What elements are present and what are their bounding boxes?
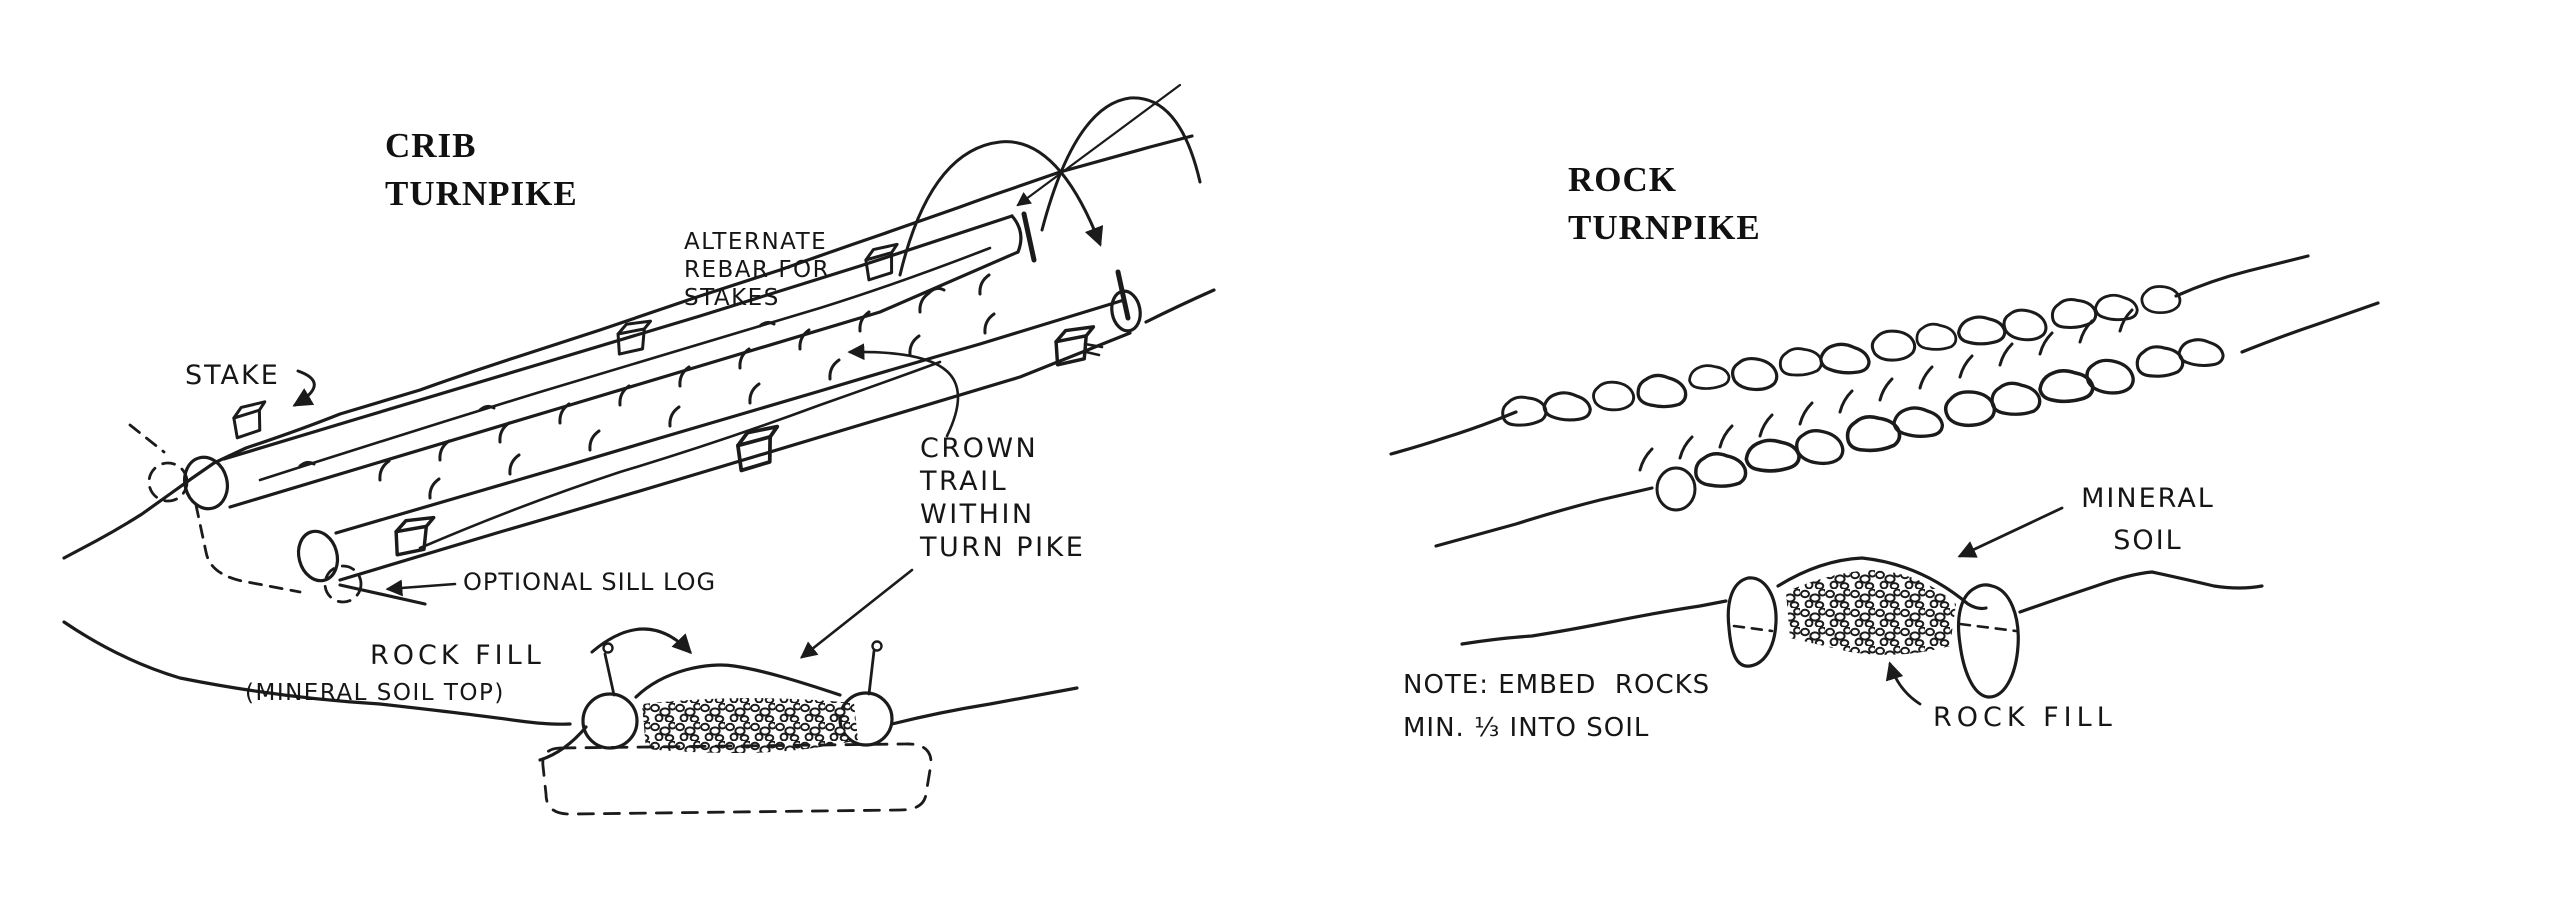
label-stake: STAKE (185, 360, 280, 391)
rock-cross-section (1460, 506, 2264, 706)
label-alternate-rebar: ALTERNATE REBAR FOR STAKES (684, 229, 831, 311)
log-end-mark (1083, 342, 1104, 357)
rear-ground-line (62, 134, 1194, 560)
dashed-sill-log-rear (147, 461, 189, 503)
optional-sill-arrow (385, 579, 457, 597)
front-rock-row (1655, 337, 2226, 512)
embedded-dash-right (1958, 622, 2018, 633)
front-ground-left (1434, 486, 1654, 548)
label-embed-note: NOTE: EMBED ROCKS MIN. ⅓ INTO SOIL (1403, 670, 1711, 743)
front-right-ground-stub (1144, 288, 1216, 324)
rock-tread-hatches (1638, 308, 2134, 472)
section-ground-left (538, 725, 588, 762)
optional-sill-hidden-lines (128, 423, 363, 604)
section-ground-left (1460, 599, 1728, 646)
dashed-sill-log-front (323, 564, 363, 604)
rear-ground-right (2174, 254, 2310, 298)
rear-ground-left (1389, 410, 1518, 456)
rock-fill-arrow (1885, 661, 1922, 706)
section-rock-fill (642, 698, 858, 753)
edge-rock-left (1726, 576, 1778, 668)
crib-cross-section (538, 568, 1079, 816)
label-rock-fill-right: ROCK FILL (1933, 702, 2117, 733)
embedded-dash-left (1732, 624, 1774, 633)
rebar-arc-arrow (898, 140, 1104, 277)
label-optional-sill-log: OPTIONAL SILL LOG (463, 568, 717, 596)
rebar-stakes (898, 83, 1202, 321)
edge-rock-right (1956, 583, 2020, 699)
section-dashed-base (541, 742, 933, 816)
label-rock-fill-left: ROCK FILL (370, 640, 545, 671)
section-ground-right (890, 686, 1079, 726)
label-crown-trail: CROWN TRAIL WITHIN TURN PIKE (920, 433, 1086, 563)
mineral-soil-cap (1776, 556, 1988, 611)
section-crown-line (634, 663, 842, 699)
front-log (296, 289, 1142, 583)
front-ground-right (2240, 301, 2380, 354)
foreground-hillside-line (62, 620, 572, 726)
rebar-pointer-line (1016, 83, 1182, 207)
rock-turnpike-title: ROCK TURNPIKE (1568, 160, 1761, 247)
section-log-left (581, 692, 639, 750)
crib-turnpike-title: CRIB TURNPIKE (385, 126, 578, 213)
rebar-arc-2 (1040, 96, 1202, 232)
mineral-soil-arrow (1957, 506, 2064, 558)
section-ground-right (2018, 570, 2264, 614)
tread-hatches (298, 273, 996, 500)
section-rock-fill (1786, 570, 1956, 655)
label-mineral-soil-top: (MINERAL SOIL TOP) (245, 680, 505, 706)
stake-arrow (292, 369, 316, 407)
crib-turnpike-drawing (62, 83, 1216, 816)
rock-fill-arc-arrow (590, 627, 693, 655)
label-mineral-soil: MINERAL SOIL (2081, 483, 2215, 556)
crown-section-arrow (800, 568, 914, 659)
crown-tread-arrow (847, 343, 960, 438)
rear-log (183, 214, 1023, 511)
rock-turnpike-drawing (1389, 254, 2380, 706)
